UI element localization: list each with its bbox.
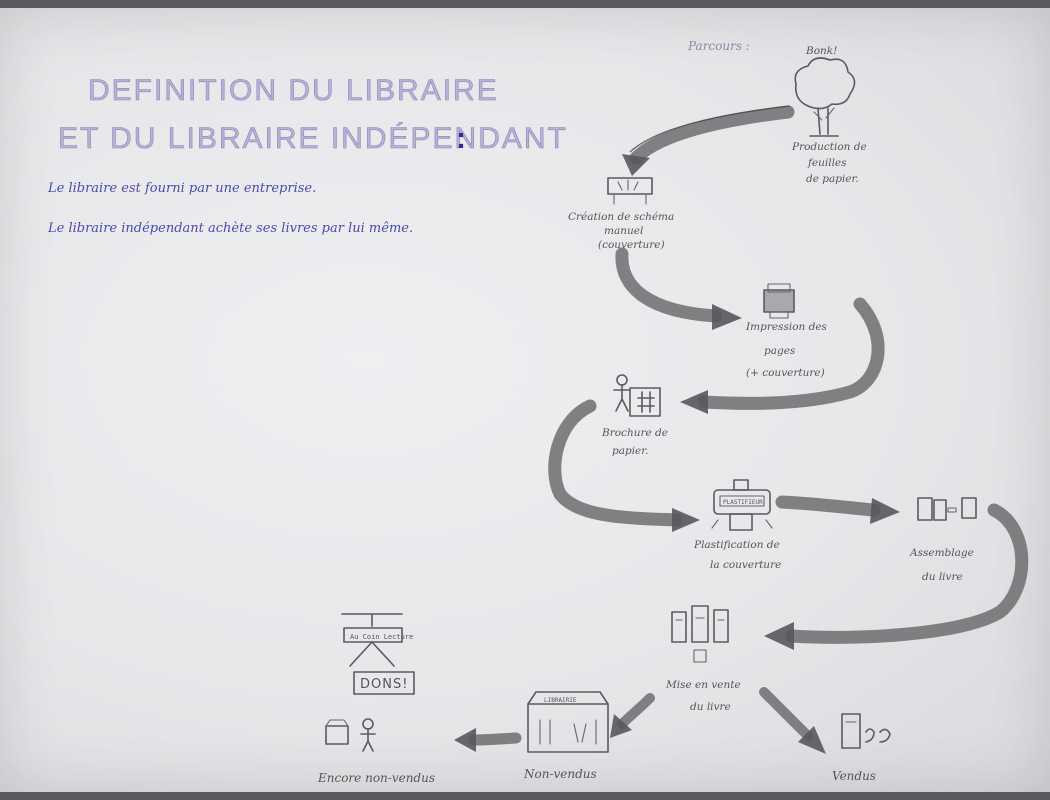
definitions: Le libraire est fourni par une entrepris… — [47, 181, 413, 236]
arrow-vente-to-nonvendus — [610, 693, 655, 738]
printer-icon — [763, 283, 795, 319]
arrow-assemblage-to-vente — [764, 503, 1029, 650]
caption-assemblage-2: du livre — [922, 571, 963, 583]
donation-sign: Au Coin Lecture DONS! — [341, 613, 415, 695]
caption-creation-1: Création de schéma — [568, 211, 674, 223]
shelf-products-icon — [671, 605, 729, 663]
sign-top-label: Au Coin Lecture — [350, 633, 413, 641]
machine-label: PLASTIFIEUR — [723, 499, 763, 506]
caption-creation-2: manuel — [604, 225, 643, 237]
caption-production-2: feuilles — [807, 157, 847, 169]
caption-creation-3: (couverture) — [598, 239, 665, 251]
caption-impression-3: (+ couverture) — [746, 367, 825, 379]
caption-encore: Encore non-vendus — [317, 771, 435, 785]
caption-production-1: Production de — [791, 141, 867, 153]
caption-plastification-1: Plastification de — [693, 539, 780, 551]
heading-line1: DEFINITION DU LIBRAIRE — [88, 74, 499, 107]
caption-brochure-1: Brochure de — [601, 427, 668, 439]
arrow-impression-to-brochure — [680, 297, 885, 414]
caption-assemblage-1: Assemblage — [909, 547, 974, 559]
heading-line2: ET DU LIBRAIRE INDÉPENDANT — [58, 122, 568, 155]
shop-label: LIBRAIRIE — [544, 697, 577, 704]
arrow-plastification-to-assemblage — [775, 495, 900, 524]
caption-plastification-2: la couverture — [710, 559, 781, 571]
arrow-creation-to-impression — [615, 247, 742, 330]
arrow-brochure-to-plastification — [548, 399, 700, 532]
book-assembly-icon — [917, 497, 977, 521]
tree-icon — [794, 57, 856, 137]
definition-libraire: Le libraire est fourni par une entrepris… — [47, 181, 316, 196]
brochure-person-icon — [613, 374, 661, 417]
caption-vente-2: du livre — [690, 701, 731, 713]
parcours-label: Parcours : — [687, 39, 750, 53]
arrow-vente-to-vendus — [759, 687, 826, 754]
caption-non-vendus: Non-vendus — [523, 767, 597, 781]
sold-books-icon — [841, 713, 891, 749]
arrow-tree-to-creation — [622, 105, 795, 176]
caption-impression-2: pages — [764, 345, 796, 357]
sign-dons-label: DONS! — [360, 677, 408, 692]
tree-exclaim: Bonk! — [805, 45, 837, 57]
caption-production-3: de papier. — [806, 173, 859, 185]
bookshop-icon: LIBRAIRIE — [527, 691, 609, 753]
drawing-canvas: DEFINITION DU LIBRAIRE ET DU LIBRAIRE IN… — [47, 39, 1029, 785]
caption-brochure-2: papier. — [612, 445, 648, 457]
definition-libraire-independant: Le libraire indépendant achète ses livre… — [47, 221, 413, 236]
caption-impression-1: Impression des — [745, 321, 828, 333]
caption-vendus: Vendus — [832, 769, 876, 783]
heading: DEFINITION DU LIBRAIRE ET DU LIBRAIRE IN… — [58, 74, 568, 156]
arrow-nonvendus-to-encore — [454, 728, 522, 752]
caption-vente-1: Mise en vente — [665, 679, 741, 691]
small-shop-person-icon — [325, 718, 376, 752]
heading-colon: : — [456, 122, 466, 155]
drafting-table-icon — [607, 177, 653, 205]
plastifier-machine-icon: PLASTIFIEUR — [711, 479, 773, 531]
paper-sheet: DEFINITION DU LIBRAIRE ET DU LIBRAIRE IN… — [0, 8, 1050, 792]
